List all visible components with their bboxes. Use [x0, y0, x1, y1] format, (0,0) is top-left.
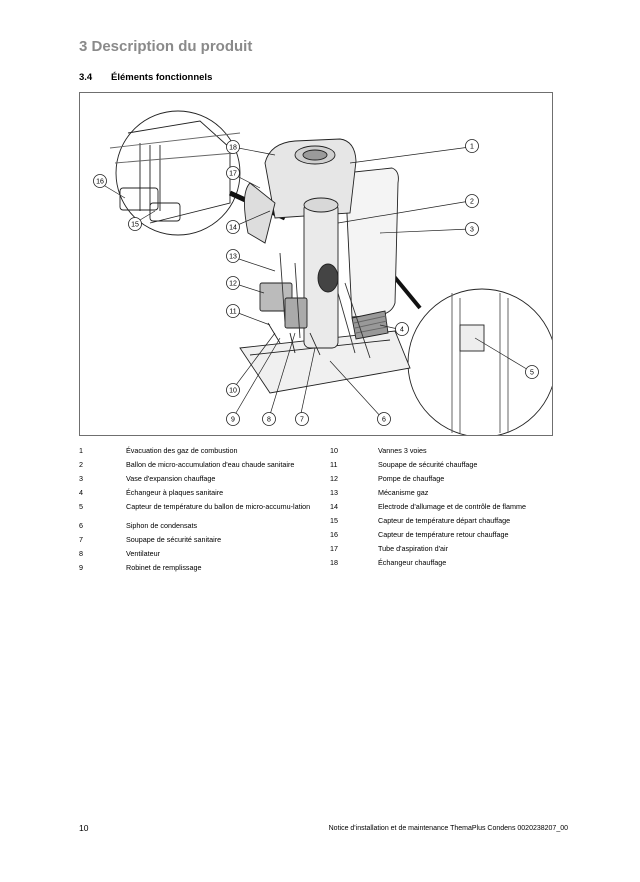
svg-text:1: 1: [470, 144, 474, 151]
callout-11: 11: [226, 304, 240, 318]
callout-3: 3: [465, 222, 479, 236]
svg-text:2: 2: [470, 199, 474, 206]
callout-9: 9: [226, 412, 240, 426]
callout-4: 4: [395, 322, 409, 336]
svg-text:5: 5: [530, 370, 534, 377]
callout-14: 14: [226, 220, 240, 234]
svg-text:3: 3: [470, 227, 474, 234]
callout-7: 7: [295, 412, 309, 426]
section-title: Éléments fonctionnels: [111, 72, 213, 83]
svg-text:12: 12: [229, 281, 237, 288]
functional-elements-figure: 1 2 3 4 5 6 7 8 9 10 11 12 13 14 15 16 1…: [79, 92, 553, 436]
detail-zoom-left: [115, 110, 241, 236]
callout-18: 18: [226, 140, 240, 154]
document-title-footer: Notice d'installation et de maintenance …: [328, 825, 568, 832]
svg-text:13: 13: [229, 254, 237, 261]
page-number: 10: [79, 823, 89, 833]
callout-1: 1: [465, 139, 479, 153]
chapter-title: 3 Description du produit: [79, 38, 253, 55]
svg-text:11: 11: [229, 309, 236, 316]
callout-12: 12: [226, 276, 240, 290]
svg-text:9: 9: [231, 417, 235, 424]
callout-2: 2: [465, 194, 479, 208]
svg-text:4: 4: [400, 327, 404, 334]
callout-17: 17: [226, 166, 240, 180]
svg-text:6: 6: [382, 417, 386, 424]
detail-zoom-right: [407, 288, 552, 435]
svg-text:18: 18: [229, 145, 237, 152]
callout-10: 10: [226, 383, 240, 397]
callout-5: 5: [525, 365, 539, 379]
svg-text:15: 15: [131, 222, 139, 229]
svg-text:8: 8: [267, 417, 271, 424]
callout-8: 8: [262, 412, 276, 426]
svg-text:7: 7: [300, 417, 304, 424]
callout-6: 6: [377, 412, 391, 426]
svg-text:17: 17: [229, 171, 237, 178]
svg-text:14: 14: [229, 225, 237, 232]
callout-16: 16: [93, 174, 107, 188]
svg-text:16: 16: [96, 179, 104, 186]
callout-15: 15: [128, 217, 142, 231]
callout-13: 13: [226, 249, 240, 263]
boiler-illustration: 1 2 3 4 5 6 7 8 9 10 11 12 13 14 15 16 1…: [93, 110, 552, 435]
svg-text:10: 10: [229, 388, 237, 395]
section-number: 3.4: [79, 72, 93, 83]
